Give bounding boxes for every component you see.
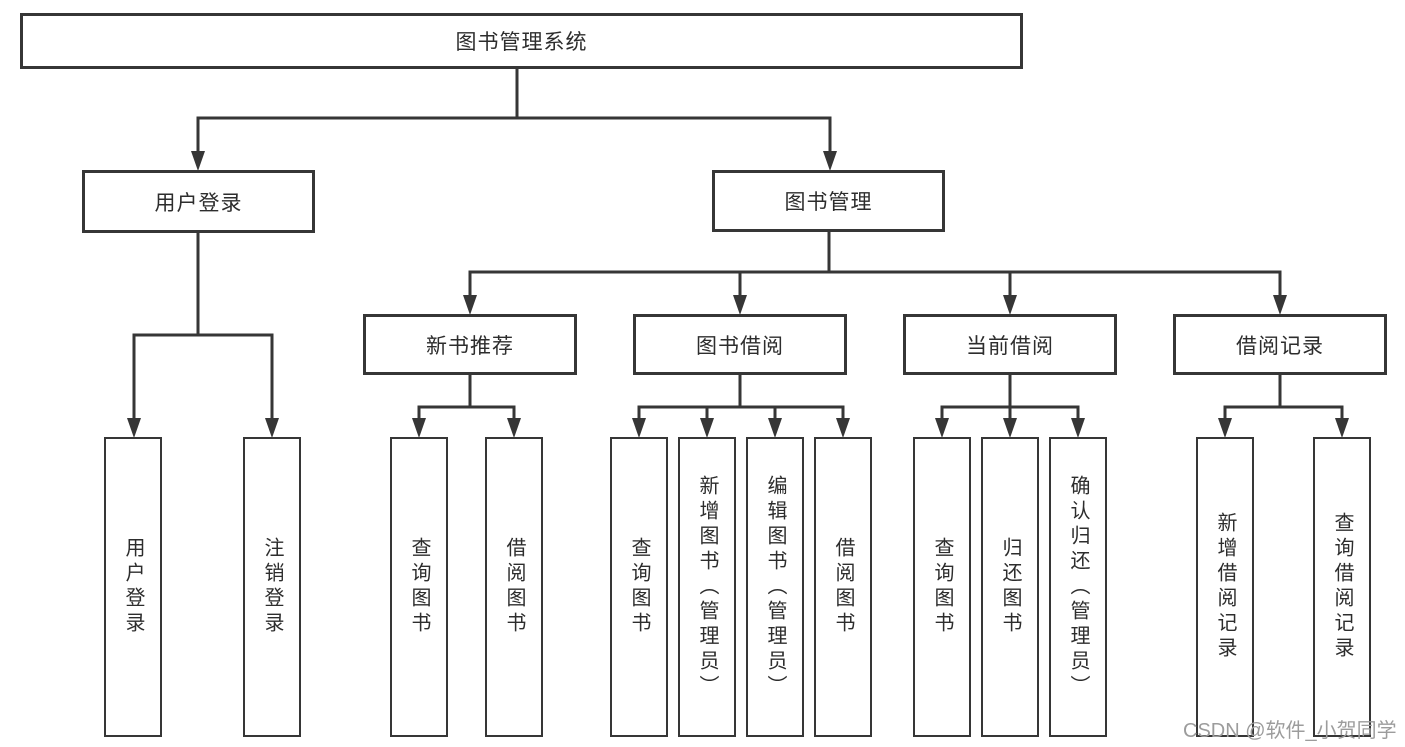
node-borrowing-records: 借阅记录 [1173,314,1387,375]
node-label: 图书借阅 [696,334,784,358]
leaf-label: 查询借阅记录 [1331,512,1353,662]
node-label: 用户登录 [154,191,243,215]
leaf-label: 查询图书 [628,537,650,637]
leaf-query-borrow-record: 查询借阅记录 [1313,437,1371,737]
leaf-label: 用户登录 [122,537,144,637]
leaf-label: 确认归还（管理员） [1067,474,1089,700]
node-root-system: 图书管理系统 [20,13,1023,69]
leaf-logout: 注销登录 [243,437,301,737]
node-book-borrowing: 图书借阅 [633,314,847,375]
node-current-borrowing: 当前借阅 [903,314,1117,375]
leaf-label: 新增图书（管理员） [696,474,718,700]
leaf-user-login: 用户登录 [104,437,162,737]
node-book-management: 图书管理 [712,170,945,232]
node-user-login: 用户登录 [82,170,315,233]
leaf-return-books: 归还图书 [981,437,1039,737]
leaf-borrow-books-recommend: 借阅图书 [485,437,543,737]
leaf-label: 注销登录 [261,537,283,637]
leaf-query-books-borrowing: 查询图书 [610,437,668,737]
leaf-add-books-admin: 新增图书（管理员） [678,437,736,737]
node-label: 当前借阅 [966,334,1054,358]
node-label: 图书管理系统 [455,31,588,54]
csdn-watermark: CSDN @软件_小贺同学 [1183,720,1397,742]
node-label: 新书推荐 [426,334,514,358]
leaf-label: 查询图书 [408,537,430,637]
leaf-label: 归还图书 [999,537,1021,637]
node-label: 图书管理 [784,191,873,214]
node-new-book-recommend: 新书推荐 [363,314,577,375]
leaf-label: 编辑图书（管理员） [764,474,786,700]
leaf-add-borrow-record: 新增借阅记录 [1196,437,1254,737]
leaf-confirm-return-admin: 确认归还（管理员） [1049,437,1107,737]
leaf-edit-books-admin: 编辑图书（管理员） [746,437,804,737]
leaf-query-books-recommend: 查询图书 [390,437,448,737]
node-label: 借阅记录 [1236,334,1324,358]
leaf-borrow-books: 借阅图书 [814,437,872,737]
arrowheads [127,151,1349,438]
leaf-label: 新增借阅记录 [1214,512,1236,662]
leaf-label: 查询图书 [931,537,953,637]
leaf-label: 借阅图书 [503,537,525,637]
leaf-label: 借阅图书 [832,537,854,637]
leaf-query-books-current: 查询图书 [913,437,971,737]
